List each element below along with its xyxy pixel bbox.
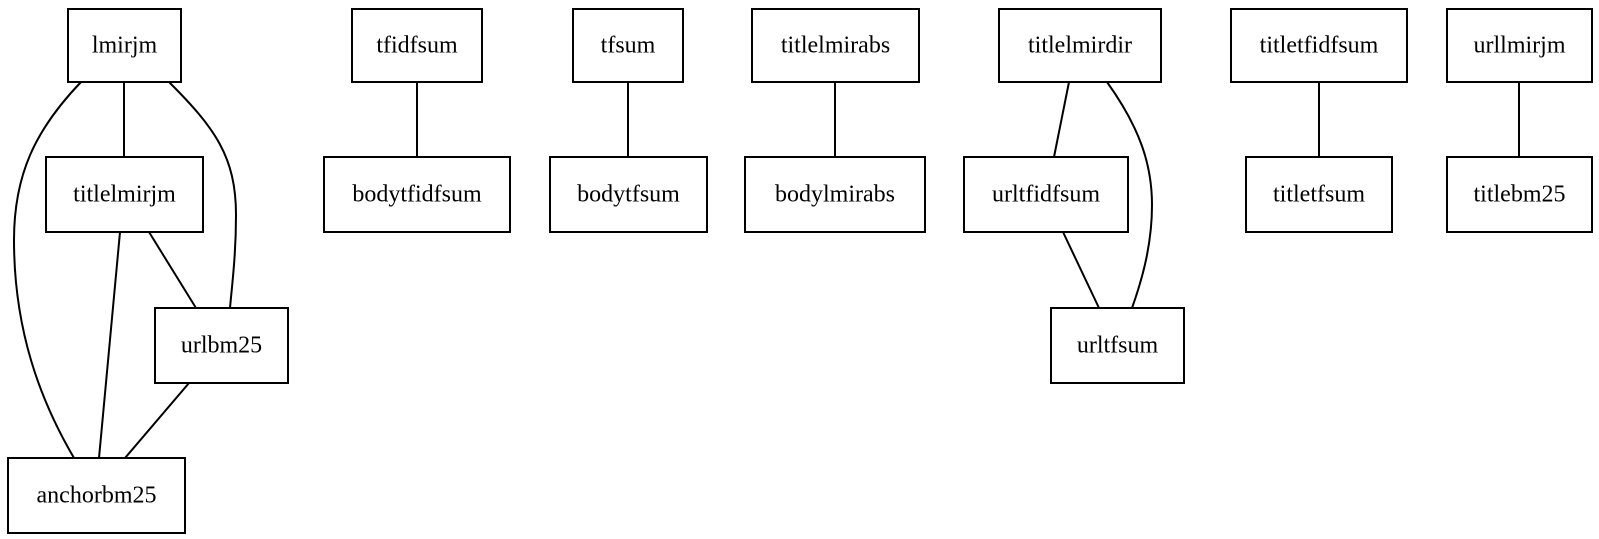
- node-label: titlelmirjm: [73, 182, 176, 208]
- node-label: bodytfidfsum: [352, 182, 482, 208]
- node-label: urllmirjm: [1474, 33, 1566, 59]
- node-titletfsum: titletfsum: [1245, 156, 1393, 233]
- node-bodylmirabs: bodylmirabs: [744, 156, 926, 233]
- node-label: titlelmirdir: [1028, 33, 1132, 59]
- edge-titlelmirjm-urlbm25: [148, 231, 197, 309]
- node-label: urltfidfsum: [992, 182, 1100, 208]
- edge-lmirjm-anchorbm25: [12, 81, 82, 459]
- node-label: titlebm25: [1474, 182, 1566, 208]
- edge-urltfidfsum-urltfsum: [1062, 231, 1100, 309]
- node-titlelmirabs: titlelmirabs: [751, 8, 920, 83]
- node-titletfidfsum: titletfidfsum: [1230, 8, 1408, 83]
- node-urllmirjm: urllmirjm: [1446, 8, 1593, 83]
- node-tfidfsum: tfidfsum: [351, 8, 483, 83]
- edge-titlelmirdir-urltfsum: [1106, 81, 1154, 309]
- node-label: anchorbm25: [37, 483, 157, 509]
- node-label: urlbm25: [181, 333, 262, 359]
- node-anchorbm25: anchorbm25: [7, 457, 186, 534]
- node-label: tfsum: [601, 33, 656, 59]
- node-label: bodytfsum: [577, 182, 680, 208]
- node-titlebm25: titlebm25: [1446, 156, 1593, 233]
- node-tfsum: tfsum: [572, 8, 684, 83]
- edge-urlbm25-anchorbm25: [124, 382, 190, 459]
- node-label: urltfsum: [1077, 333, 1159, 359]
- node-urlbm25: urlbm25: [154, 307, 289, 384]
- node-label: tfidfsum: [376, 33, 458, 59]
- edge-lmirjm-urlbm25: [168, 81, 238, 309]
- node-label: titletfsum: [1273, 182, 1365, 208]
- node-bodytfidfsum: bodytfidfsum: [323, 156, 511, 233]
- node-label: lmirjm: [92, 33, 158, 59]
- node-label: titlelmirabs: [781, 33, 890, 59]
- node-urltfsum: urltfsum: [1050, 307, 1185, 384]
- edge-titlelmirdir-urltfidfsum: [1053, 81, 1070, 158]
- edges: [12, 81, 1520, 459]
- edge-titlelmirjm-anchorbm25: [98, 231, 121, 459]
- node-bodytfsum: bodytfsum: [549, 156, 708, 233]
- node-label: bodylmirabs: [775, 182, 895, 208]
- node-label: titletfidfsum: [1260, 33, 1379, 59]
- node-titlelmirdir: titlelmirdir: [998, 8, 1162, 83]
- node-titlelmirjm: titlelmirjm: [45, 156, 204, 233]
- nodes: lmirjm titlelmirjm urlbm25 anchorbm25 tf…: [7, 8, 1593, 534]
- node-urltfidfsum: urltfidfsum: [963, 156, 1129, 233]
- node-lmirjm: lmirjm: [67, 8, 182, 83]
